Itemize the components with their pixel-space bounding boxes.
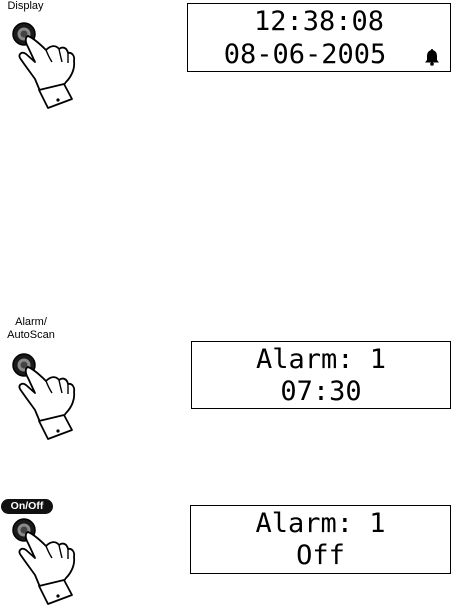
lcd-alarm-title-text: Alarm: 1: [192, 345, 450, 375]
hand-pressing-button-icon[interactable]: [2, 508, 82, 608]
hand-pressing-button-icon[interactable]: [2, 12, 82, 112]
bell-icon: [424, 48, 440, 66]
lcd-date-text: 08-06-2005: [188, 40, 450, 70]
lcd-alarm-time-text: 07:30: [192, 377, 450, 407]
lcd-display-time-date: 12:38:08 08-06-2005: [187, 3, 451, 72]
lcd-display-alarm-status: Alarm: 1 Off: [190, 505, 451, 574]
hand-pressing-button-icon[interactable]: [2, 343, 82, 443]
lcd-alarm-title-text: Alarm: 1: [191, 509, 450, 539]
lcd-alarm-status-text: Off: [191, 541, 450, 571]
lcd-time-text: 12:38:08: [188, 7, 450, 37]
alarm-label-line1: Alarm/: [0, 316, 62, 329]
alarm-autoscan-button-label: Alarm/ AutoScan: [0, 316, 62, 342]
lcd-display-alarm-time: Alarm: 1 07:30: [191, 341, 451, 409]
alarm-label-line2: AutoScan: [0, 329, 62, 342]
